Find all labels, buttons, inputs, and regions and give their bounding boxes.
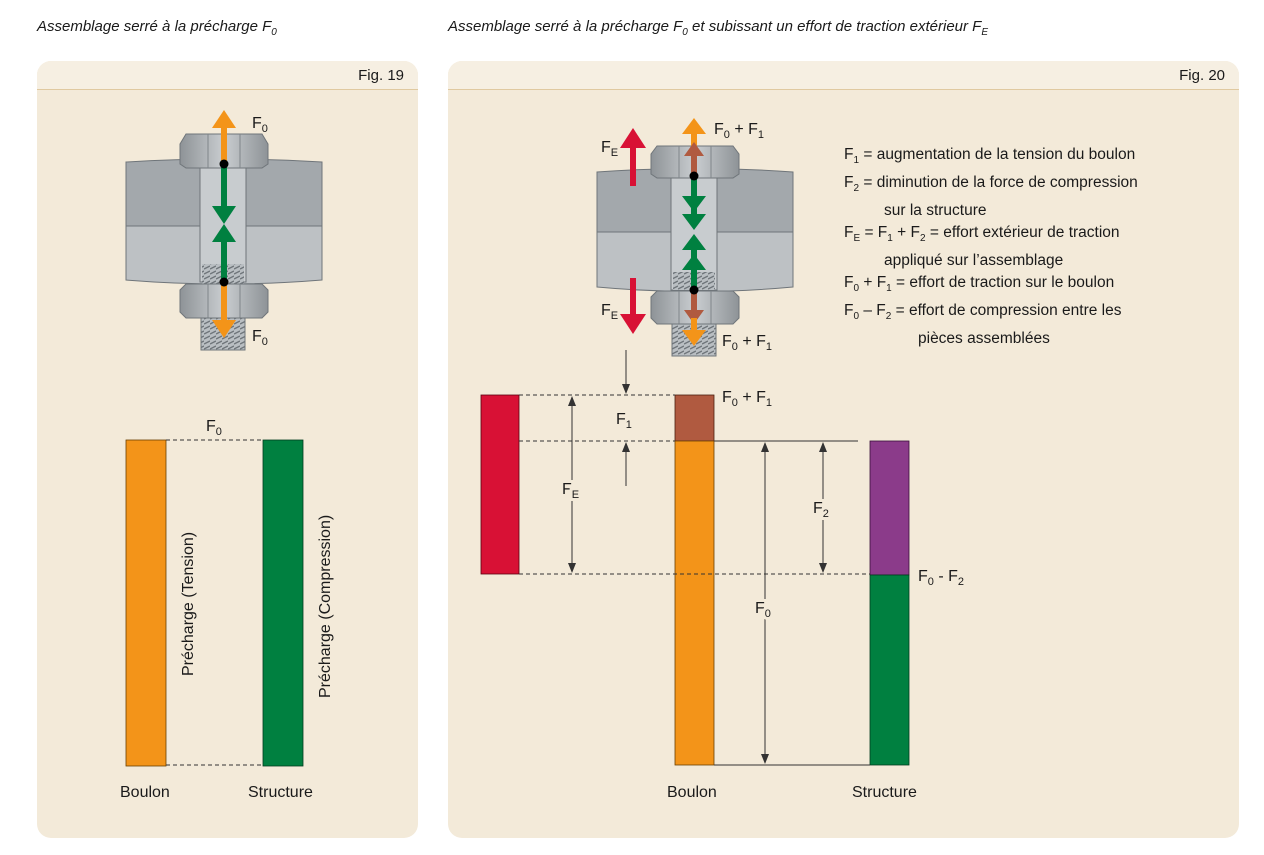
label-f0-bars: F0 — [206, 418, 222, 438]
legend-row-continued: appliqué sur l’assemblage — [884, 252, 1064, 270]
external-force-down — [620, 314, 646, 334]
label-fe-bottom: FE — [601, 302, 618, 322]
structure-compression-bar — [869, 574, 910, 766]
label-f2: F2 — [813, 500, 829, 520]
label-f0-plus-f1-bottom: F0 + F1 — [722, 333, 772, 353]
tension-arrow-up — [682, 118, 706, 134]
label-fe-dim: FE — [562, 481, 579, 501]
increase-arrow-down — [684, 310, 704, 324]
label-f0-top: F0 — [252, 115, 268, 135]
legend-row: F2 = diminution de la force de compressi… — [844, 174, 1138, 195]
structure-bar-text: Précharge (Compression) — [317, 515, 334, 698]
legend-row-continued: sur la structure — [884, 202, 987, 220]
caption-fig19: Assemblage serré à la précharge F0 — [37, 18, 277, 38]
fig20-bar-diagram: F1 FE F2 F0 F0 + F1 F0 - F2 Boulon Struc… — [480, 350, 964, 801]
bolt-bar-text: Précharge (Tension) — [180, 532, 197, 676]
fig19-bolt-assembly: F0 F0 — [125, 110, 323, 351]
legend-row: F0 – F2 = effort de compression entre le… — [844, 302, 1122, 323]
structure-decrease-bar — [869, 440, 910, 576]
bolt-label: Boulon — [120, 784, 170, 801]
label-f1: F1 — [616, 411, 632, 431]
increase-arrow-up — [684, 142, 704, 156]
label-f0-dim: F0 — [755, 600, 771, 620]
tension-arrow-down — [682, 330, 706, 346]
fig19-bar-diagram: F0 Précharge (Tension) Précharge (Compre… — [120, 418, 334, 801]
legend-row-continued: pièces assemblées — [918, 330, 1050, 348]
external-force-bar — [480, 394, 520, 575]
label-f0-plus-f1-top: F0 + F1 — [714, 121, 764, 141]
label-f0-bottom: F0 — [252, 328, 268, 348]
panel-fig20: Fig. 20 — [448, 61, 1239, 838]
structure-label: Structure — [852, 784, 917, 801]
bolt-preload-bar — [674, 440, 715, 766]
fig-number: Fig. 20 — [1179, 67, 1225, 84]
legend-row: F1 = augmentation de la tension du boulo… — [844, 146, 1136, 167]
structure-preload-bar — [262, 439, 304, 767]
compression-arrow-down — [682, 214, 706, 230]
panel-fig19: Fig. 19 — [37, 61, 418, 838]
label-f0-plus-f1-bar: F0 + F1 — [722, 389, 772, 409]
legend-row: FE = F1 + F2 = effort extérieur de tract… — [844, 224, 1120, 245]
legend-row: F0 + F1 = effort de traction sur le boul… — [844, 274, 1115, 295]
fig-number: Fig. 19 — [358, 67, 404, 84]
bolt-label: Boulon — [667, 784, 717, 801]
external-force-up — [620, 128, 646, 148]
panel-header: Fig. 20 — [448, 61, 1239, 90]
fig20-legend: F1 = augmentation de la tension du boulo… — [844, 144, 1138, 350]
label-f0-minus-f2: F0 - F2 — [918, 568, 964, 588]
label-fe-top: FE — [601, 139, 618, 159]
caption-fig20: Assemblage serré à la précharge F0 et su… — [448, 18, 988, 38]
compression-arrow-up — [682, 234, 706, 250]
bolt-increase-bar — [674, 394, 715, 442]
bolt-preload-bar — [125, 439, 167, 767]
panel-header: Fig. 19 — [37, 61, 418, 90]
fig20-bolt-assembly: FE FE F0 + F1 F0 + F1 — [596, 118, 794, 357]
structure-label: Structure — [248, 784, 313, 801]
